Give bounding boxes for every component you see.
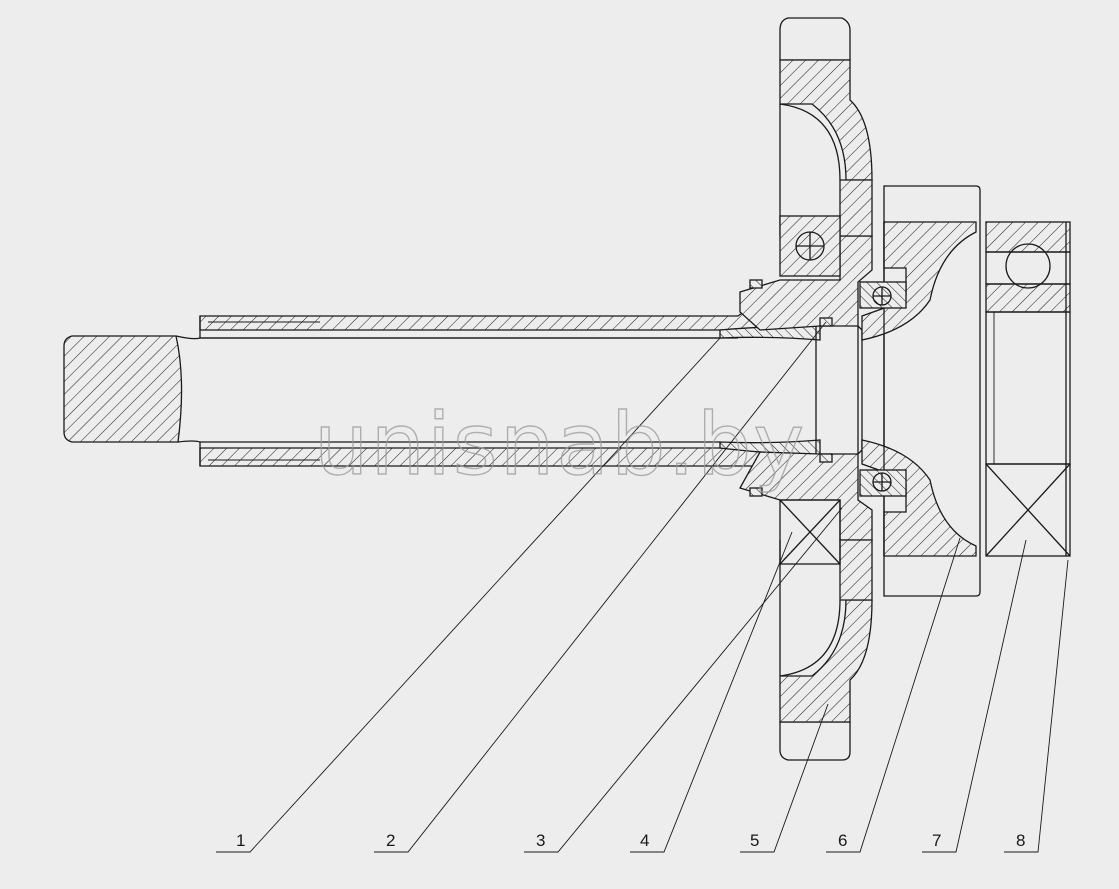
lower-roller-bearing: [779, 499, 841, 565]
right-bearing: [985, 221, 1071, 557]
callout-6: 6: [838, 831, 847, 850]
hollow-shaft: [199, 298, 821, 467]
callout-7: 7: [932, 831, 941, 850]
callout-2: 2: [386, 831, 395, 850]
hub-housing: [739, 235, 873, 541]
leader-lines: [216, 321, 1069, 853]
small-ball-bearings: [859, 281, 907, 497]
gear-wheel: [779, 17, 873, 761]
callout-8: 8: [1016, 831, 1025, 850]
upper-ball-bearing: [779, 215, 841, 277]
callout-1: 1: [236, 831, 245, 850]
callout-4: 4: [640, 831, 649, 850]
shaft-spline-end: [63, 335, 201, 443]
callout-labels: 1 2 3 4 5 6 7 8: [236, 831, 1025, 850]
flange-carrier: [861, 185, 981, 597]
callout-3: 3: [536, 831, 545, 850]
watermark-text: unisnab.by: [314, 395, 806, 495]
callout-5: 5: [750, 831, 759, 850]
